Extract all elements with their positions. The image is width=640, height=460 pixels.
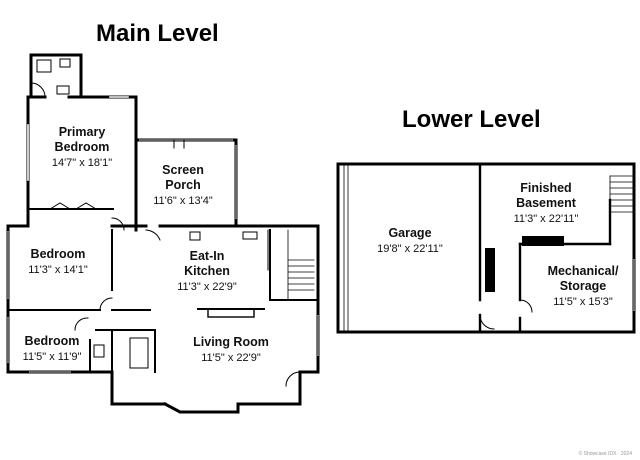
room-name: Eat-In (189, 249, 225, 263)
bedroom2-door-swing (74, 317, 89, 331)
room-dimensions: 11'6" x 13'4" (153, 195, 213, 207)
range-fixture (189, 231, 201, 241)
lower-level-plan (336, 162, 636, 334)
hall-bath-sink (93, 344, 105, 358)
room-dimensions: 11'3" x 22'9" (177, 281, 237, 293)
room-name: Mechanical/ (547, 264, 619, 278)
lower-outer-walls (336, 162, 636, 334)
room-name: Bedroom (24, 334, 80, 348)
room-label-garage: Garage 19'8" x 22'11" (377, 226, 443, 256)
room-name: Storage (559, 279, 607, 293)
room-label-screen-porch: Screen Porch 11'6" x 13'4" (153, 163, 213, 208)
shower-fixture (36, 59, 52, 73)
chimney-block (485, 248, 495, 292)
room-name: Bedroom (54, 140, 110, 154)
room-name: Primary (58, 125, 106, 139)
furnace-block (522, 236, 564, 246)
room-dimensions: 14'7" x 18'1" (51, 157, 113, 169)
entry-door-swing (285, 371, 301, 387)
room-dimensions: 11'3" x 22'11" (513, 213, 579, 225)
room-name: Porch (165, 178, 201, 192)
closet-bifold-doors (49, 202, 97, 210)
room-label-living-room: Living Room 11'5" x 22'9" (193, 335, 269, 365)
footer-credit: © Showcase IDX · 2024 (578, 451, 632, 457)
room-dimensions: 19'8" x 22'11" (377, 243, 443, 255)
primary-bath-walls (29, 53, 83, 99)
main-level-title: Main Level (96, 20, 219, 47)
room-dimensions: 11'5" x 15'3" (553, 296, 613, 308)
room-label-eat-in-kitchen: Eat-In Kitchen 11'3" x 22'9" (177, 249, 237, 294)
lower-stairs (609, 175, 635, 213)
room-name: Living Room (193, 335, 269, 349)
room-label-primary-bedroom: Primary Bedroom 14'7" x 18'1" (52, 125, 112, 170)
room-dimensions: 11'3" x 14'1" (28, 264, 88, 276)
room-name: Finished (520, 181, 572, 195)
room-dimensions: 11'5" x 22'9" (201, 352, 261, 364)
garage-door-swing (479, 314, 495, 330)
room-name: Screen (162, 163, 204, 177)
porch-entry-swing (145, 229, 161, 241)
room-label-finished-basement: Finished Basement 11'3" x 22'11" (514, 181, 579, 226)
porch-door (173, 139, 185, 149)
room-name: Bedroom (30, 247, 86, 261)
bathtub-fixture (129, 337, 149, 369)
mech-door-swing (519, 299, 533, 313)
room-label-bedroom-lower: Bedroom 11'5" x 11'9" (23, 334, 82, 364)
primary-door-swing (111, 217, 125, 231)
fireplace (207, 308, 255, 318)
sink-fixture (242, 231, 258, 240)
main-stairs (287, 229, 315, 301)
room-label-bedroom-upper: Bedroom 11'3" x 14'1" (28, 247, 88, 277)
bedroom-door-swing (99, 297, 113, 311)
toilet-fixture (59, 58, 71, 68)
main-interior-walls (7, 229, 319, 373)
room-name: Basement (516, 196, 576, 210)
lower-level-title: Lower Level (402, 106, 541, 133)
bath-sink-fixture (56, 85, 70, 95)
room-label-mechanical-storage: Mechanical/ Storage 11'5" x 15'3" (548, 264, 619, 309)
room-name: Garage (388, 226, 432, 240)
room-dimensions: 11'5" x 11'9" (22, 351, 82, 363)
room-name: Kitchen (184, 264, 230, 278)
main-level-plan (6, 53, 320, 414)
primary-bath-door-swing (30, 82, 46, 98)
